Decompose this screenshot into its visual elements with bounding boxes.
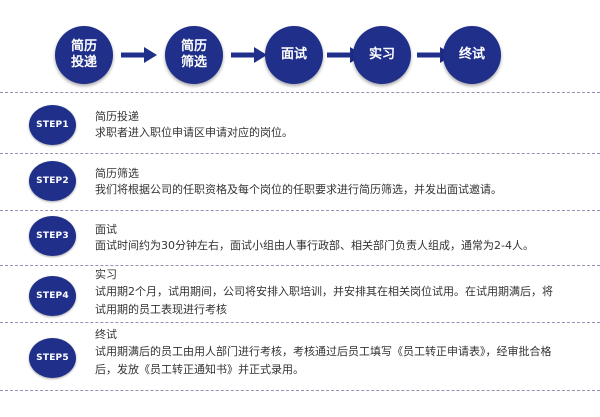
flow-node-label: 终试 [458, 47, 485, 62]
step-badge: STEP3 [29, 216, 76, 256]
step-desc: 求职者进入职位申请区申请对应的岗位。 [95, 126, 293, 139]
flow-node-label: 简历 [180, 39, 207, 54]
flow-node-resume-screen[interactable]: 简历筛选 [165, 26, 223, 84]
step-badge: STEP1 [29, 105, 76, 145]
arrow-right-icon [121, 47, 157, 63]
arrow-right-icon [231, 47, 267, 63]
divider [0, 153, 600, 154]
step-title: 简历投递 [95, 110, 139, 123]
step-title: 简历筛选 [95, 167, 139, 180]
divider [0, 92, 600, 93]
flow-node-interview[interactable]: 面试 [265, 26, 323, 84]
step-badge: STEP5 [29, 338, 76, 378]
step-title: 终试 [95, 328, 117, 341]
flow-node-label: 筛选 [180, 55, 207, 70]
flow-node-label: 实习 [368, 47, 395, 62]
flow-node-internship[interactable]: 实习 [353, 26, 411, 84]
step-badge: STEP4 [29, 276, 76, 316]
divider [0, 322, 600, 323]
step-badge: STEP2 [29, 161, 76, 201]
step-desc: 面试时间约为30分钟左右，面试小组由人事行政部、相关部门负责人组成，通常为2-4… [95, 239, 534, 252]
step-desc: 试用期2个月，试用期间，公司将安排入职培训，并安排其在相关岗位试用。在试用期满后… [95, 285, 553, 316]
flow-node-resume-submit[interactable]: 简历投递 [55, 26, 113, 84]
divider [0, 265, 600, 266]
flow-node-label: 简历 [70, 39, 97, 54]
process-flow: 简历投递 简历筛选 面试 实习 终试 [55, 26, 555, 90]
step-title: 面试 [95, 223, 117, 236]
divider [0, 210, 600, 211]
step-desc: 我们将根据公司的任职资格及每个岗位的任职要求进行简历筛选，并发出面试邀请。 [95, 183, 502, 196]
flow-node-label: 投递 [70, 55, 97, 70]
step-title: 实习 [95, 268, 117, 281]
step-desc: 试用期满后的员工由用人部门进行考核，考核通过后员工填写《员工转正申请表》，经审批… [95, 345, 552, 376]
flow-node-label: 面试 [280, 47, 307, 62]
divider [0, 390, 600, 391]
flow-node-final[interactable]: 终试 [443, 26, 501, 84]
